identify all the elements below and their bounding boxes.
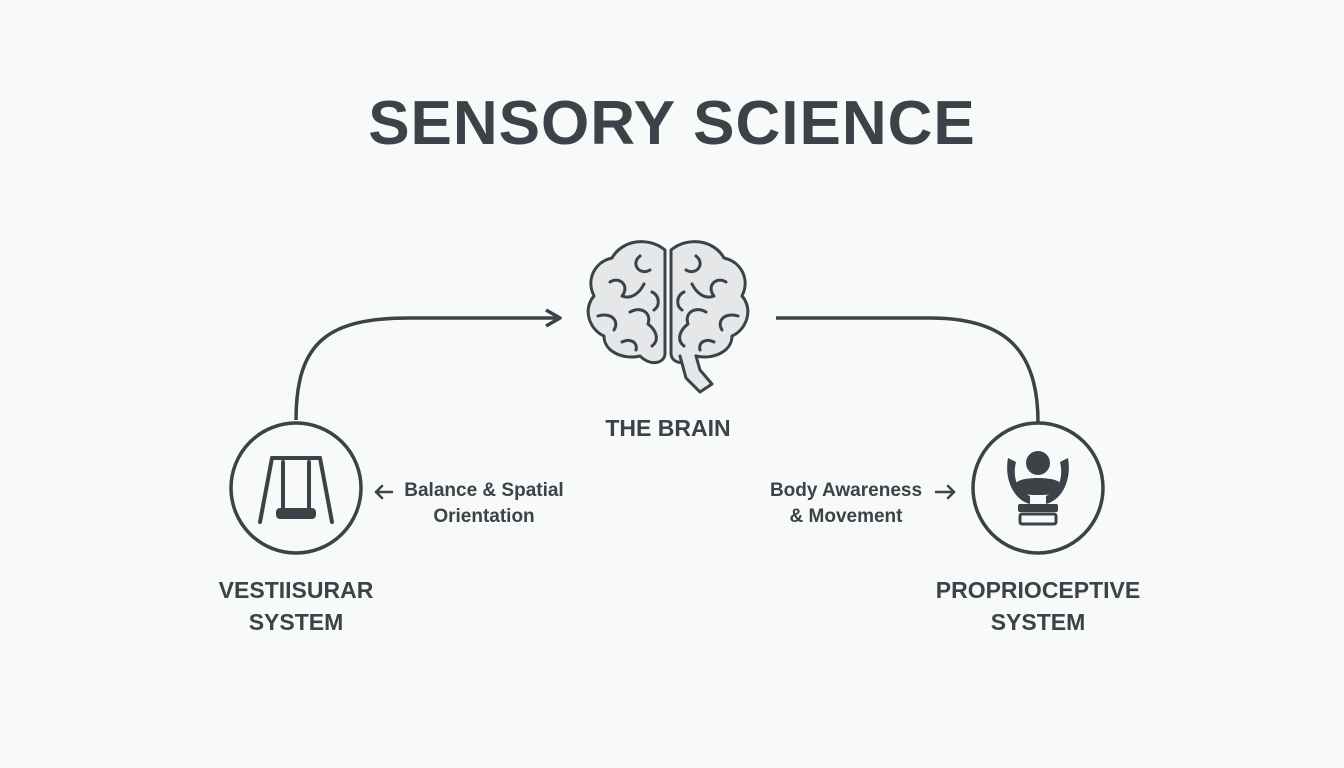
proprioceptive-label: PROPRIOCEPTIVE SYSTEM [908,574,1168,638]
proprioceptive-label-line1: PROPRIOCEPTIVE [935,577,1141,603]
swing-icon [258,456,334,524]
brain-label-text: THE BRAIN [605,415,731,441]
proprioceptive-note: Body Awareness & Movement [760,478,932,530]
right-note-arrow [934,484,956,500]
left-connector-arrowhead [545,308,562,328]
proprioceptive-label-line2: SYSTEM [990,609,1086,635]
proprioceptive-note-line1: Body Awareness [769,480,923,501]
brain-icon [586,240,750,394]
brain-label: THE BRAIN [568,412,768,444]
proprioceptive-note-line2: & Movement [789,506,903,527]
diagram-title: SENSORY SCIENCE [368,89,976,158]
left-note-arrow [374,484,394,500]
vestibular-note: Balance & Spatial Orientation [396,478,572,530]
vestibular-note-line1: Balance & Spatial [404,480,564,501]
person-seated-icon [1007,451,1069,526]
vestibular-note-line2: Orientation [433,506,535,527]
left-connector-line [294,316,556,421]
vestibular-label: VESTIISURAR SYSTEM [186,574,406,638]
vestibular-label-line1: VESTIISURAR [218,577,374,603]
vestibular-label-line2: SYSTEM [248,609,344,635]
vestibular-circle [229,421,363,555]
right-connector-line [776,316,1040,423]
